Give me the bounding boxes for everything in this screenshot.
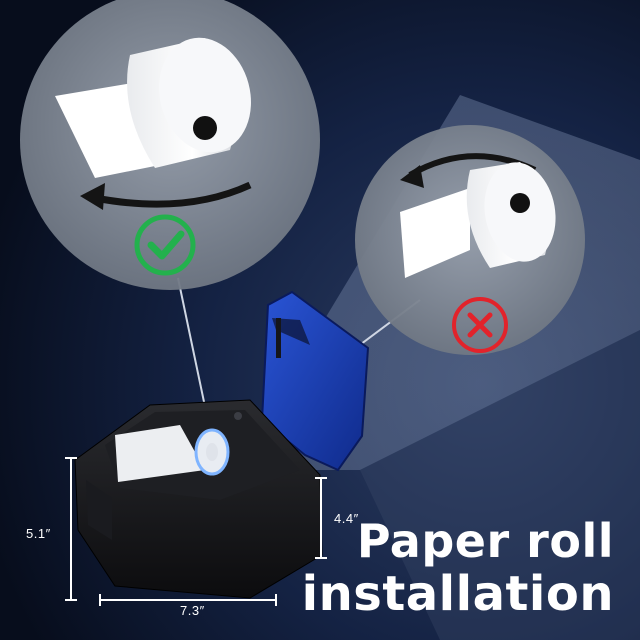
paper-roll: [127, 37, 251, 168]
incorrect-orientation-circle: [355, 125, 585, 355]
height-right-label: 4.4″: [334, 511, 359, 526]
thermal-printer: [74, 290, 370, 599]
paper-sheet: [400, 188, 470, 278]
paper-roll: [466, 162, 556, 268]
paper-roll-inside: [115, 425, 205, 482]
caption-line-2: installation: [301, 566, 614, 622]
width-label: 7.3″: [180, 603, 205, 618]
floor-light: [360, 330, 640, 640]
checkmark-icon: [134, 214, 196, 276]
x-mark-icon: [452, 297, 508, 353]
rotation-arrow: [94, 181, 252, 208]
caption-line-1: Paper roll: [356, 514, 614, 568]
dimension-lines: [65, 457, 327, 606]
correct-orientation-circle: [20, 0, 320, 290]
height-left-label: 5.1″: [26, 526, 51, 541]
